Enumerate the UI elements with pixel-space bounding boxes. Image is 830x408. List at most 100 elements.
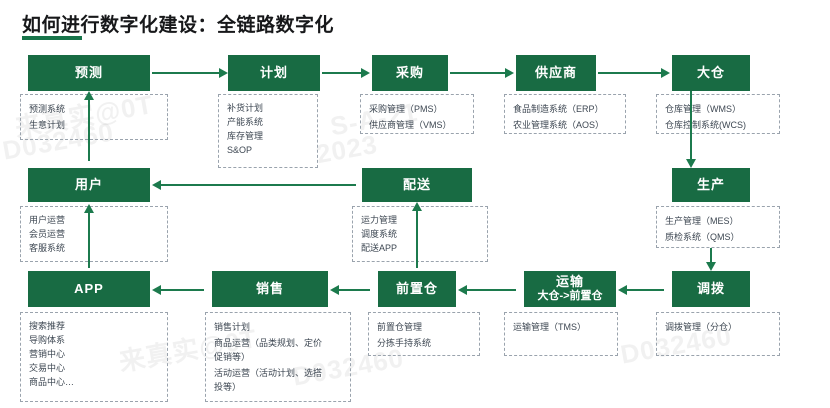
arrow-frontwarehouse-to-delivery xyxy=(412,202,422,268)
node-label: 调拨 xyxy=(696,280,725,296)
panel-purchase: 采购管理（PMS） 供应商管理（VMS） xyxy=(360,94,474,134)
arrow-sales-to-app xyxy=(152,285,204,295)
arrow-head-icon xyxy=(84,204,94,213)
panel-production: 生产管理（MES） 质检系统（QMS） xyxy=(656,206,780,248)
title-underline-accent xyxy=(22,36,82,40)
panel-item: 产能系统 xyxy=(227,116,264,127)
panel-item: S&OP xyxy=(227,144,253,155)
node-label: 销售 xyxy=(255,280,284,296)
arrow-head-icon xyxy=(505,68,514,78)
arrow-purchase-to-supplier xyxy=(450,68,514,78)
node-production[interactable]: 生产 xyxy=(672,168,750,202)
arrow-warehouse-to-production xyxy=(686,91,696,168)
node-label: 供应商 xyxy=(534,64,577,80)
node-label: 计划 xyxy=(259,64,288,80)
panel-item: 搜索推荐 xyxy=(29,320,66,331)
arrow-head-icon xyxy=(330,285,339,295)
node-forecast[interactable]: 预测 xyxy=(28,55,150,91)
panel-item: 库存管理 xyxy=(227,130,264,141)
panel-item: 仓库管理（WMS） xyxy=(665,103,741,114)
arrow-app-to-user xyxy=(84,204,94,268)
panel-item: 质检系统（QMS） xyxy=(665,232,740,242)
panel-item: 运输管理（TMS） xyxy=(513,321,586,332)
panel-item: 生产管理（MES） xyxy=(665,215,739,226)
node-warehouse[interactable]: 大仓 xyxy=(672,55,750,91)
node-plan[interactable]: 计划 xyxy=(228,55,320,91)
panel-item: 前置仓管理 xyxy=(377,321,423,332)
arrow-forecast-to-plan xyxy=(152,68,228,78)
panel-item: 调度系统 xyxy=(361,228,398,239)
arrow-head-icon xyxy=(152,285,161,295)
panel-plan: 补货计划 产能系统 库存管理 S&OP xyxy=(218,94,318,168)
watermark: 2023 xyxy=(313,128,380,170)
arrow-user-to-forecast xyxy=(84,91,94,161)
node-sales[interactable]: 销售 xyxy=(212,271,328,307)
panel-transfer: 调拨管理（分仓） xyxy=(656,312,780,356)
arrow-delivery-to-user xyxy=(152,180,356,190)
panel-item: 农业管理系统（AOS） xyxy=(513,120,605,130)
panel-front-warehouse: 前置仓管理 分拣手持系统 xyxy=(368,312,480,356)
panel-item: 采购管理（PMS） xyxy=(369,103,443,114)
arrow-head-icon xyxy=(706,262,716,271)
panel-user: 用户运营 会员运营 客服系统 xyxy=(20,206,168,262)
arrow-head-icon xyxy=(219,68,228,78)
panel-transport: 运输管理（TMS） xyxy=(504,312,618,356)
arrow-transfer-to-transport xyxy=(618,285,664,295)
panel-delivery: 运力管理 调度系统 配送APP xyxy=(352,206,488,262)
panel-warehouse: 仓库管理（WMS） 仓库控制系统(WCS) xyxy=(656,94,780,134)
panel-item: 客服系统 xyxy=(29,242,66,253)
node-delivery[interactable]: 配送 xyxy=(362,168,472,202)
node-user[interactable]: 用户 xyxy=(28,168,150,202)
panel-item: 补货计划 xyxy=(227,102,264,113)
arrow-head-icon xyxy=(618,285,627,295)
panel-item: 运力管理 xyxy=(361,214,398,225)
arrow-production-to-transfer xyxy=(706,248,716,271)
node-sublabel: 大仓->前置仓 xyxy=(537,290,603,303)
panel-item: 营销中心 xyxy=(29,348,66,359)
panel-forecast: 预测系统 生意计划 xyxy=(20,94,168,140)
arrow-head-icon xyxy=(84,91,94,100)
node-label: 配送 xyxy=(402,176,431,192)
arrow-head-icon xyxy=(412,202,422,211)
node-label: 生产 xyxy=(696,176,725,192)
panel-supplier: 食品制造系统（ERP） 农业管理系统（AOS） xyxy=(504,94,626,134)
panel-sales: 销售计划 商品运营（品类规划、定价 促销等） 活动运营（活动计划、选搭 投等） xyxy=(205,312,351,402)
node-label: 用户 xyxy=(74,176,103,192)
node-label: 采购 xyxy=(395,64,424,80)
page-title: 如何进行数字化建设：全链路数字化 xyxy=(22,15,335,36)
node-supplier[interactable]: 供应商 xyxy=(516,55,596,91)
panel-item: 预测系统 xyxy=(29,103,66,114)
panel-item: 交易中心 xyxy=(29,362,66,373)
panel-item: 商品中心… xyxy=(29,376,75,387)
panel-item: 导购体系 xyxy=(29,334,66,345)
node-label: 大仓 xyxy=(696,64,725,80)
panel-item: 商品运营（品类规划、定价 促销等） xyxy=(214,338,323,362)
node-front-warehouse[interactable]: 前置仓 xyxy=(378,271,456,307)
arrow-head-icon xyxy=(361,68,370,78)
arrow-head-icon xyxy=(152,180,161,190)
panel-item: 调拨管理（分仓） xyxy=(665,321,738,332)
node-label: 前置仓 xyxy=(395,280,438,296)
node-transport[interactable]: 运输 大仓->前置仓 xyxy=(524,271,616,307)
node-label: 预测 xyxy=(74,64,103,80)
panel-item: 仓库控制系统(WCS) xyxy=(665,120,746,130)
panel-app: 搜索推荐 导购体系 营销中心 交易中心 商品中心… xyxy=(20,312,168,402)
panel-item: 销售计划 xyxy=(214,321,251,332)
node-app[interactable]: APP xyxy=(28,271,150,307)
panel-item: 供应商管理（VMS） xyxy=(369,120,452,130)
arrow-transport-to-frontwarehouse xyxy=(458,285,516,295)
arrow-frontwarehouse-to-sales xyxy=(330,285,370,295)
arrow-head-icon xyxy=(661,68,670,78)
panel-item: 配送APP xyxy=(361,242,398,253)
node-transfer[interactable]: 调拨 xyxy=(672,271,750,307)
node-label: APP xyxy=(74,280,104,296)
arrow-supplier-to-warehouse xyxy=(598,68,670,78)
node-purchase[interactable]: 采购 xyxy=(372,55,448,91)
arrow-plan-to-purchase xyxy=(322,68,370,78)
node-label: 运输 xyxy=(555,274,584,289)
panel-item: 食品制造系统（ERP） xyxy=(513,103,604,114)
arrow-head-icon xyxy=(686,159,696,168)
panel-item: 活动运营（活动计划、选搭 投等） xyxy=(214,368,323,392)
panel-item: 生意计划 xyxy=(29,120,66,130)
